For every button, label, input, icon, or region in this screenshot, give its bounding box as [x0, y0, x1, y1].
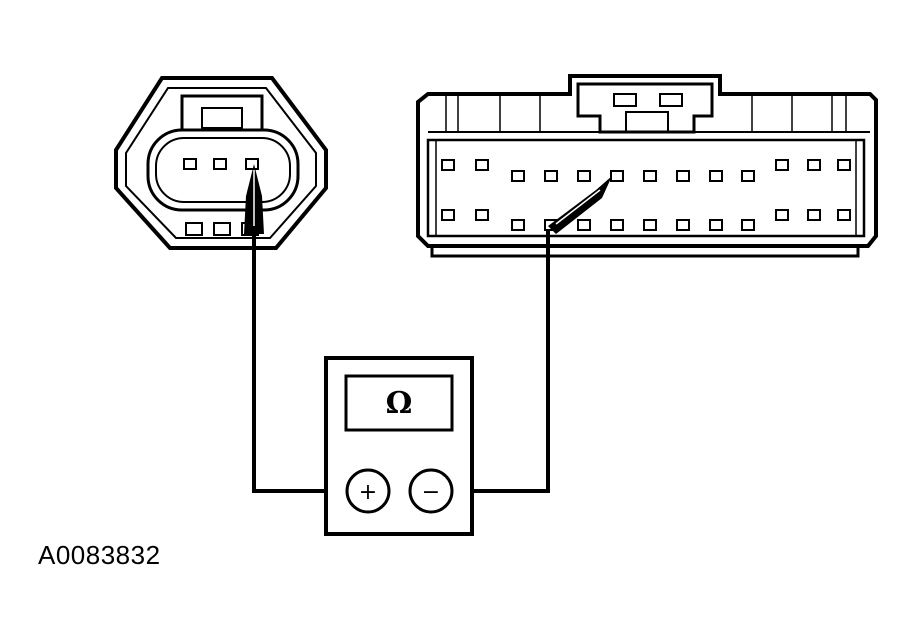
pin [837, 159, 851, 171]
test-lead-negative [452, 230, 550, 493]
pin [511, 170, 525, 182]
pin-row-lower [441, 209, 851, 231]
pin [676, 170, 690, 182]
pin [775, 159, 789, 171]
pin [676, 219, 690, 231]
pin [577, 170, 591, 182]
pin [544, 170, 558, 182]
pin [643, 219, 657, 231]
three-pin-connector [114, 76, 328, 250]
connector-pin-3 [245, 158, 259, 170]
meter-display [344, 374, 454, 432]
connector-key-2 [213, 222, 231, 236]
latch-tab [625, 111, 669, 133]
latch-window-left [613, 93, 637, 107]
test-probe-icon [548, 176, 612, 234]
connector-body-inner [155, 137, 291, 203]
connector-pin-2 [213, 158, 227, 170]
latch-window-right [659, 93, 683, 107]
test-probe-icon [244, 164, 264, 234]
connector-main-housing [416, 74, 878, 248]
pin [807, 159, 821, 171]
connector-housing-outer [114, 76, 328, 250]
pin [807, 209, 821, 221]
pin [610, 170, 624, 182]
positive-terminal-sign: + [359, 480, 377, 505]
connector-latch-tower [576, 82, 714, 134]
pin [441, 209, 455, 221]
pin [475, 209, 489, 221]
multi-pin-connector [416, 74, 878, 258]
connector-back-plate [430, 244, 860, 258]
positive-terminal [345, 468, 391, 514]
pin [643, 170, 657, 182]
connector-key-1 [185, 222, 203, 236]
connector-housing-inner [125, 87, 317, 239]
pin [741, 170, 755, 182]
negative-terminal-sign: − [422, 480, 440, 505]
pin [441, 159, 455, 171]
connector-body [146, 128, 300, 212]
pin [709, 170, 723, 182]
pin-row-upper [441, 159, 851, 182]
pin [775, 209, 789, 221]
connector-pin-1 [183, 158, 197, 170]
connector-latch-inner [201, 107, 243, 129]
ohmmeter-icon: Ω + − [324, 356, 474, 536]
pin [511, 219, 525, 231]
pin [741, 219, 755, 231]
pin [837, 209, 851, 221]
pin [475, 159, 489, 171]
figure-id: A0083832 [38, 540, 161, 570]
negative-terminal [408, 468, 454, 514]
pin [709, 219, 723, 231]
meter-symbol: Ω [386, 386, 413, 421]
pin [577, 219, 591, 231]
test-lead-positive [252, 232, 346, 493]
connector-cavity [426, 138, 866, 238]
pin [610, 219, 624, 231]
